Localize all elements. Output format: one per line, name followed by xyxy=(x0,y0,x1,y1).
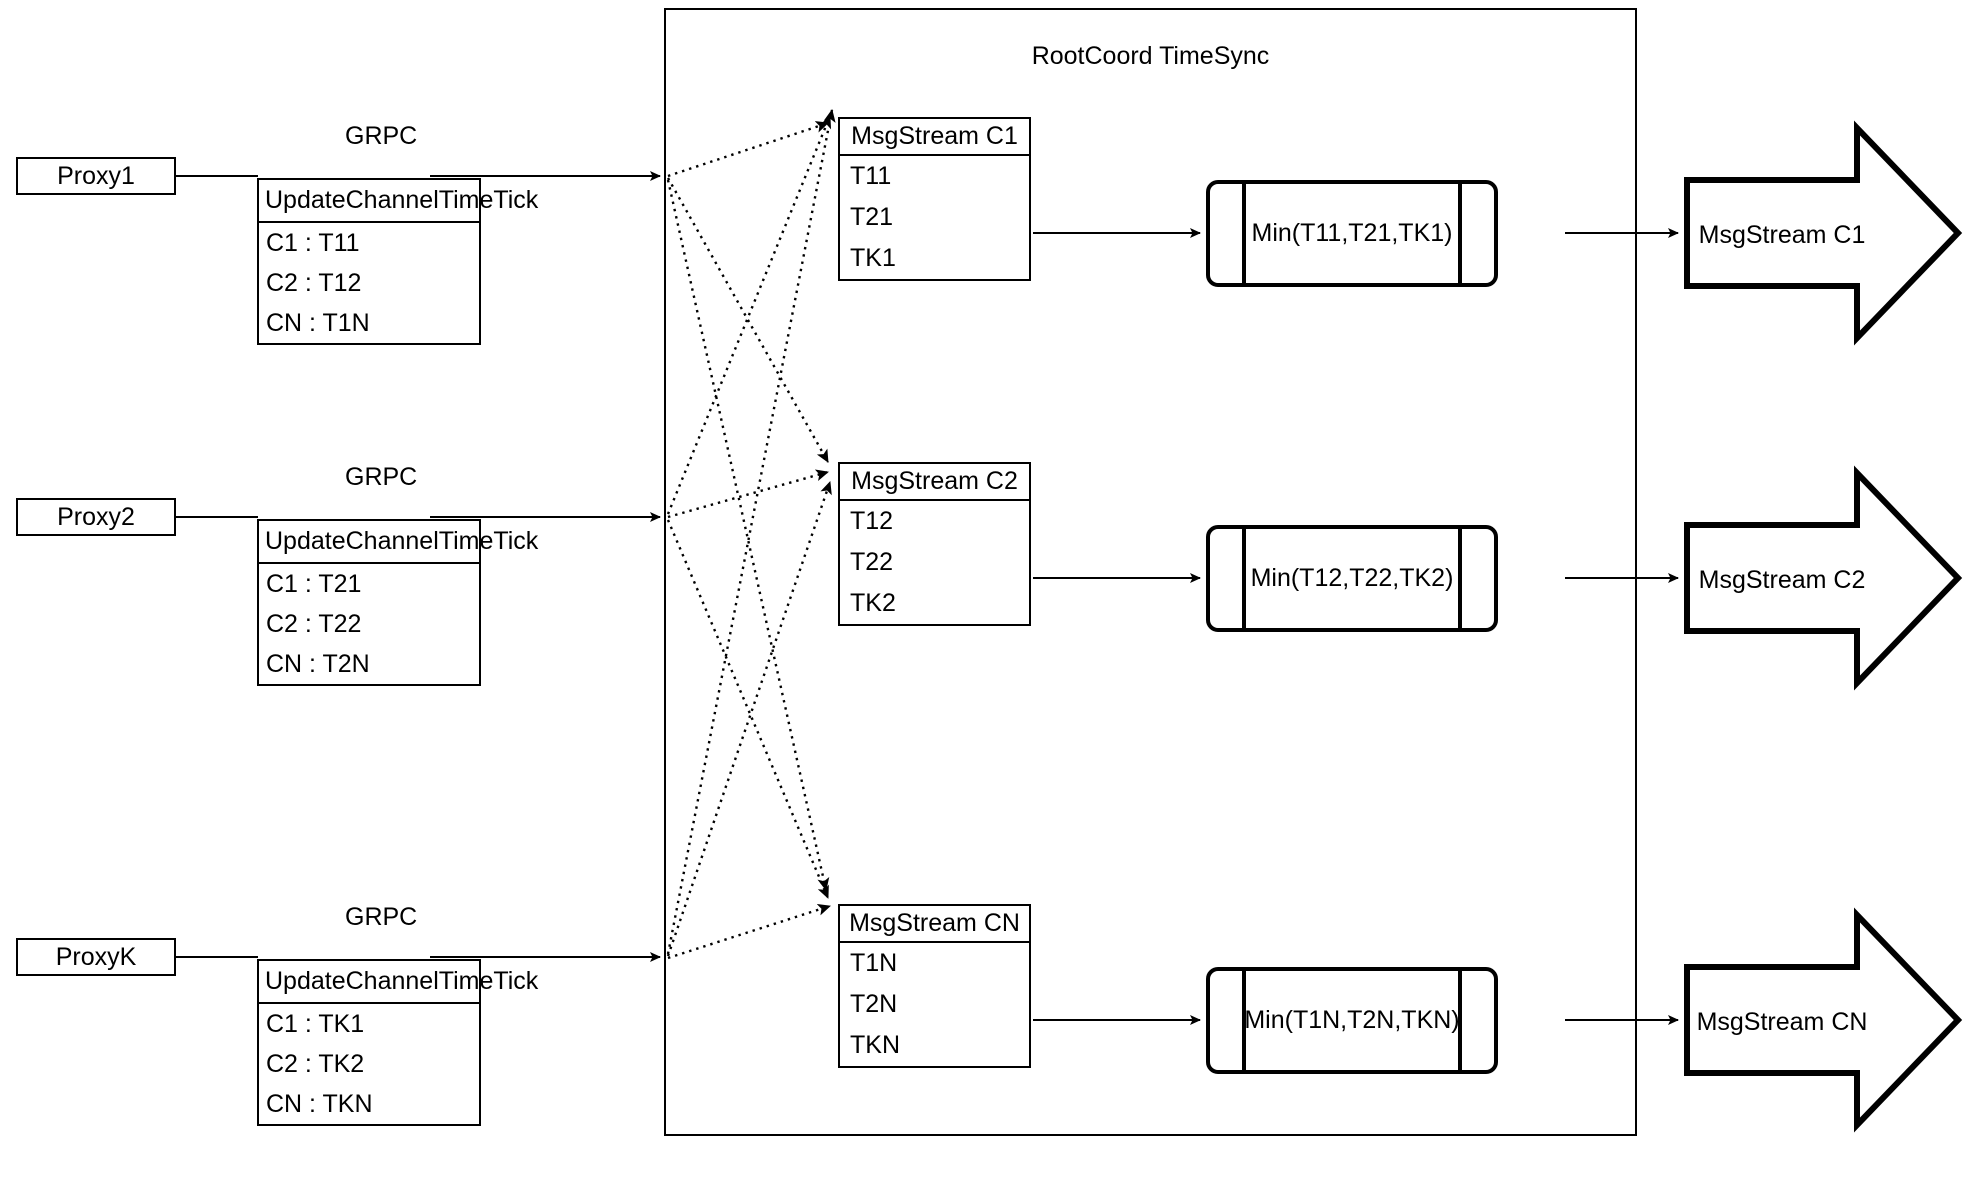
dotted-p2-c1 xyxy=(666,115,832,515)
process-bar-left xyxy=(1242,180,1246,287)
msgstream-row: T12 xyxy=(850,507,894,535)
uctt-row: C2 : TK2 xyxy=(266,1049,365,1078)
uctt-body-2: C1 : T21 C2 : T22 CN : T2N xyxy=(259,564,479,684)
msgstream-box-cn[interactable]: MsgStream CN T1N T2N TKN xyxy=(838,904,1031,1068)
dotted-pk-c1 xyxy=(666,109,836,955)
uctt-row: C1 : T11 xyxy=(266,228,360,257)
grpc-label-proxy1: GRPC xyxy=(345,122,418,150)
proxy-box-k[interactable]: ProxyK xyxy=(16,938,176,976)
uctt-row: CN : T1N xyxy=(266,308,370,337)
output-block-arrow-2 xyxy=(1684,465,1963,691)
output-arrow-label-c1: MsgStream C1 xyxy=(1698,221,1866,249)
update-channel-timetick-box-k[interactable]: UpdateChannelTimeTick C1 : TK1 C2 : TK2 … xyxy=(257,959,538,1126)
uctt-body-1: C1 : T11 C2 : T12 CN : T1N xyxy=(259,223,479,343)
msgstream-row: TK2 xyxy=(850,589,896,617)
msgstream-row: TK1 xyxy=(850,244,896,272)
msgstream-row: TKN xyxy=(850,1031,900,1059)
uctt-row: C1 : TK1 xyxy=(266,1009,365,1038)
dotted-p1-c2 xyxy=(666,177,830,463)
grpc-label-proxy2: GRPC xyxy=(345,463,418,491)
update-channel-timetick-box-1[interactable]: UpdateChannelTimeTick C1 : T11 C2 : T12 … xyxy=(257,178,538,345)
dotted-p2-c2 xyxy=(667,469,829,519)
grpc-label-proxyk: GRPC xyxy=(345,903,418,931)
process-bar-right xyxy=(1458,525,1462,632)
process-bar-left xyxy=(1242,967,1246,1074)
uctt-row: C1 : T21 xyxy=(266,569,362,598)
proxy-box-1[interactable]: Proxy1 xyxy=(16,157,176,195)
msgstream-row: T21 xyxy=(850,203,894,231)
process-bar-right xyxy=(1458,180,1462,287)
uctt-header-2: UpdateChannelTimeTick xyxy=(259,521,538,564)
msgstream-header-c2: MsgStream C2 xyxy=(840,464,1029,501)
container-title: RootCoord TimeSync xyxy=(1031,42,1270,70)
uctt-header-k: UpdateChannelTimeTick xyxy=(259,961,538,1004)
dotted-pk-c2 xyxy=(666,481,832,957)
msgstream-row: T11 xyxy=(850,162,892,190)
msgstream-header-c1: MsgStream C1 xyxy=(840,119,1029,156)
min-process-box-2[interactable]: Min(T12,T22,TK2) xyxy=(1206,525,1498,632)
uctt-header-1: UpdateChannelTimeTick xyxy=(259,180,538,223)
msgstream-row: T1N xyxy=(850,949,898,977)
msgstream-header-cn: MsgStream CN xyxy=(840,906,1029,943)
min-label-1: Min(T11,T21,TK1) xyxy=(1251,219,1453,247)
dotted-p1-cn xyxy=(666,179,830,891)
uctt-row: C2 : T22 xyxy=(266,609,362,638)
msgstream-box-c2[interactable]: MsgStream C2 T12 T22 TK2 xyxy=(838,462,1031,626)
update-channel-timetick-box-2[interactable]: UpdateChannelTimeTick C1 : T21 C2 : T22 … xyxy=(257,519,538,686)
process-bar-right xyxy=(1458,967,1462,1074)
output-arrow-label-c2: MsgStream C2 xyxy=(1698,566,1866,594)
uctt-row: CN : TKN xyxy=(266,1089,373,1118)
min-process-box-3[interactable]: Min(T1N,T2N,TKN) xyxy=(1206,967,1498,1074)
output-block-arrow-1 xyxy=(1684,120,1963,346)
uctt-row: CN : T2N xyxy=(266,649,370,678)
dotted-p2-cn xyxy=(666,519,830,899)
output-arrow-label-cn: MsgStream CN xyxy=(1696,1008,1868,1036)
min-process-box-1[interactable]: Min(T11,T21,TK1) xyxy=(1206,180,1498,287)
dotted-p1-c1 xyxy=(667,121,829,178)
min-label-3: Min(T1N,T2N,TKN) xyxy=(1244,1006,1460,1034)
msgstream-row: T22 xyxy=(850,548,894,576)
msgstream-row: T2N xyxy=(850,990,898,1018)
min-label-2: Min(T12,T22,TK2) xyxy=(1250,564,1454,592)
uctt-row: C2 : T12 xyxy=(266,268,362,297)
output-block-arrow-3 xyxy=(1684,907,1963,1133)
msgstream-box-c1[interactable]: MsgStream C1 T11 T21 TK1 xyxy=(838,117,1031,281)
rootcoord-container xyxy=(664,8,1637,1136)
proxy-box-2[interactable]: Proxy2 xyxy=(16,498,176,536)
uctt-body-k: C1 : TK1 C2 : TK2 CN : TKN xyxy=(259,1004,479,1124)
dotted-pk-cn xyxy=(667,903,831,960)
process-bar-left xyxy=(1242,525,1246,632)
